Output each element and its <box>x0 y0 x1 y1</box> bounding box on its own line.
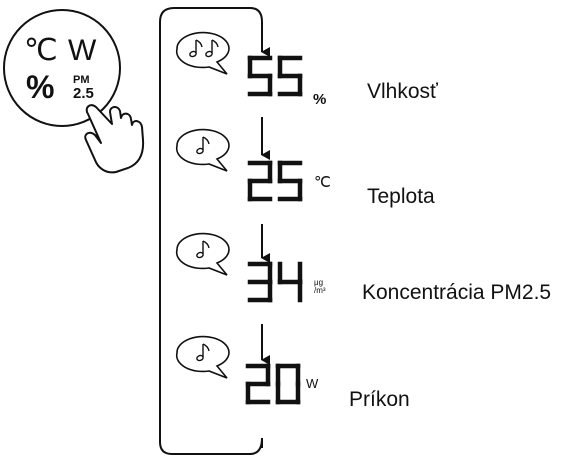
step-2-unit: ℃ <box>314 174 331 191</box>
celsius-symbol: ℃ <box>24 34 58 67</box>
step-3-unit-bottom: /m³ <box>314 286 326 295</box>
step-4-label: Príkon <box>349 388 410 411</box>
step-4-unit: W <box>306 376 319 391</box>
pressing-hand-icon <box>84 104 145 174</box>
readout-step-3 <box>247 261 303 303</box>
readouts <box>245 55 303 405</box>
step-3-unit-top: μg <box>314 278 324 287</box>
digit-2 <box>277 160 303 202</box>
step-1-label: Vlhkosť <box>367 80 438 103</box>
double-note-icon <box>205 39 219 58</box>
beep-bubble-step-1 <box>175 31 230 75</box>
step-1-unit: % <box>313 91 327 108</box>
pm-symbol-bottom: 2.5 <box>73 85 94 102</box>
digit-1 <box>247 261 273 303</box>
double-note-icon <box>189 39 203 58</box>
beep-bubble-step-2 <box>175 128 230 172</box>
beep-bubbles <box>175 31 230 379</box>
note-icon <box>196 240 210 259</box>
cycle-loop-line <box>159 7 263 455</box>
mode-button[interactable]: ℃ W % PM 2.5 <box>3 9 121 127</box>
digit-1 <box>245 363 271 405</box>
note-icon <box>196 136 210 155</box>
readout-step-1 <box>247 55 303 97</box>
digit-2 <box>275 363 301 405</box>
digit-2 <box>277 261 303 303</box>
step-3-unit: μg/m³ <box>314 279 326 295</box>
digit-1 <box>247 160 273 202</box>
digit-2 <box>277 55 303 97</box>
step-3-label: Koncentrácia PM2.5 <box>362 281 552 304</box>
beep-bubble-step-3 <box>175 232 230 276</box>
readout-step-4 <box>245 363 301 405</box>
step-2-label: Teplota <box>367 185 435 208</box>
watt-symbol: W <box>68 34 97 67</box>
beep-bubble-step-4 <box>175 335 230 379</box>
note-icon <box>196 343 210 362</box>
readout-step-2 <box>247 160 303 202</box>
digit-1 <box>247 55 273 97</box>
percent-symbol: % <box>26 69 54 105</box>
speech-bubble-icon <box>175 31 230 75</box>
pm-symbol-top: PM <box>73 74 90 86</box>
